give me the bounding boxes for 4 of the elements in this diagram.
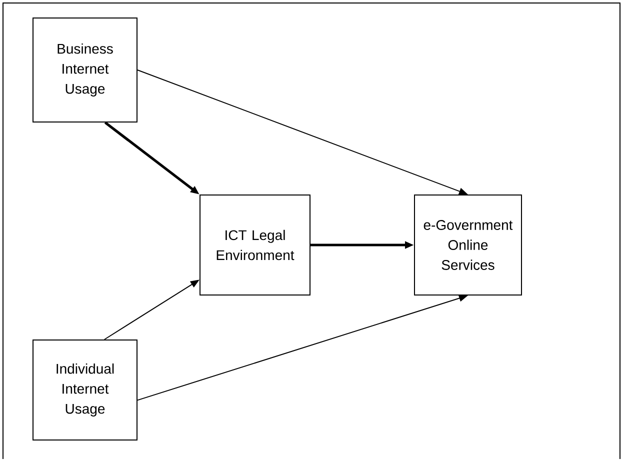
- box: Individual Internet Usage: [32, 340, 138, 440]
- box: ICT Legal Environment: [200, 194, 310, 296]
- box: Business Internet Usage: [32, 18, 138, 122]
- box: e-Government Online Services: [414, 194, 522, 296]
